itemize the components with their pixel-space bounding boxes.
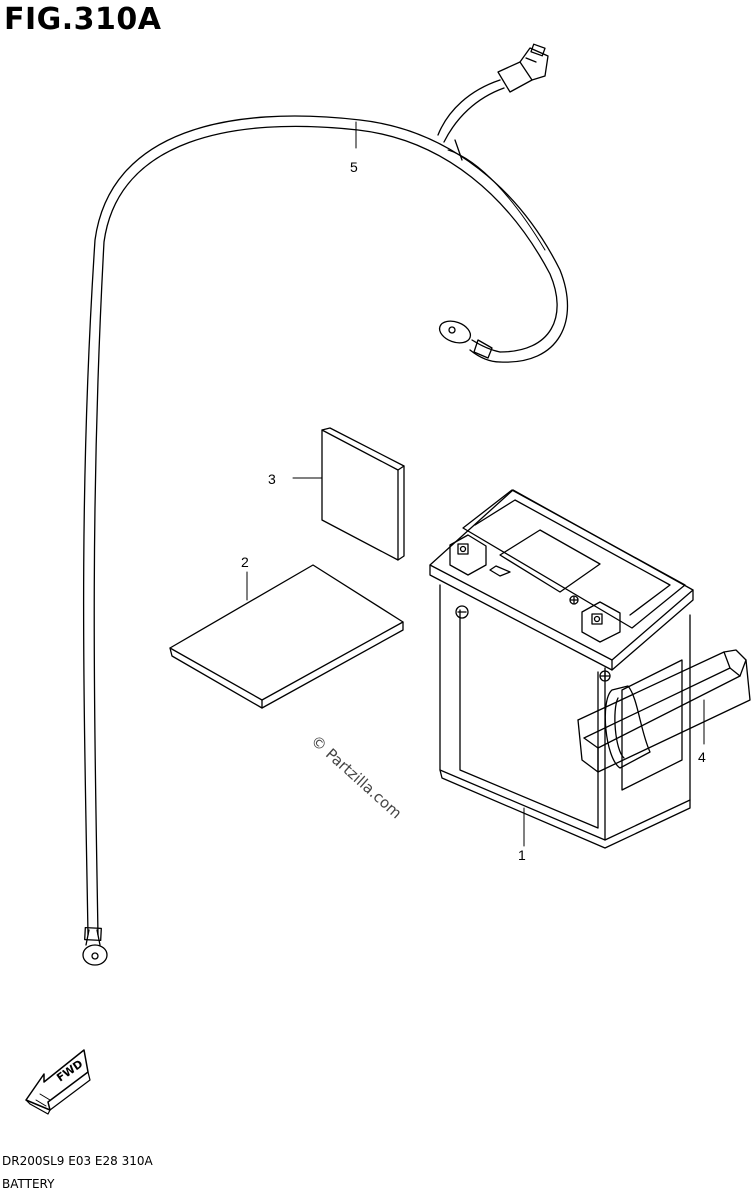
fwd-arrow-icon xyxy=(25,1049,91,1115)
footer-model-code: DR200SL9 E03 E28 310A xyxy=(2,1154,153,1168)
battery[interactable] xyxy=(429,489,694,849)
callout-2: 2 xyxy=(241,554,249,570)
figure-title: FIG.310A xyxy=(4,2,162,37)
battery-cable[interactable] xyxy=(82,43,569,966)
callout-5: 5 xyxy=(350,159,358,175)
callout-3: 3 xyxy=(268,471,276,487)
battery-spacer-pad[interactable] xyxy=(292,427,405,561)
watermark: © Partzilla.com xyxy=(307,732,405,823)
callout-4: 4 xyxy=(698,749,706,765)
battery-band[interactable] xyxy=(577,649,751,773)
callout-1: 1 xyxy=(518,847,526,863)
footer-section-name: BATTERY xyxy=(2,1177,55,1191)
battery-manual-sheet[interactable] xyxy=(169,564,404,709)
